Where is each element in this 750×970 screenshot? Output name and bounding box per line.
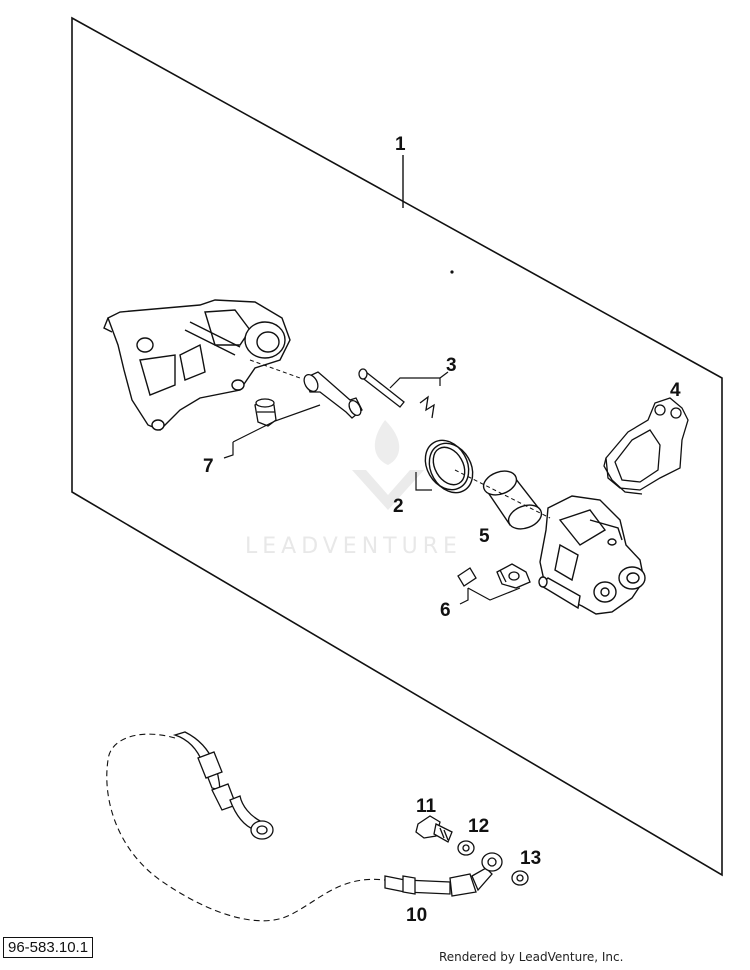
reference-number: 96-583.10.1: [3, 937, 94, 958]
leader-7: [232, 404, 321, 443]
axis-line-caliper: [454, 469, 551, 519]
leadventure-watermark-logo: LEADVENTURE: [245, 420, 462, 559]
callout-13: 13: [520, 848, 541, 869]
banjo-bolt-part: [415, 815, 453, 843]
callout-3: 3: [446, 355, 457, 376]
rubber-boot-part: [254, 398, 277, 427]
leader-3: [389, 377, 441, 389]
lower-hose-part: [384, 852, 503, 897]
upper-hose-part: [172, 731, 274, 840]
bleeder-valve-part: [457, 563, 531, 589]
speck: [450, 270, 454, 274]
render-credit: Rendered by LeadVenture, Inc.: [439, 950, 624, 964]
watermark-text: LEADVENTURE: [245, 534, 462, 559]
callout-6: 6: [440, 600, 451, 621]
caliper-bracket-part: [103, 299, 291, 431]
caliper-body-part: [538, 495, 646, 615]
kit-panel-outline: [71, 16, 723, 877]
pad-pin-part: [358, 368, 405, 408]
slide-pin-part: [303, 371, 363, 419]
leader-7-tick: [223, 442, 234, 459]
piston-seal-part: [424, 439, 474, 494]
sealing-washer-part-2: [511, 870, 529, 886]
hose-routing-dashed: [106, 733, 386, 922]
pad-spring-clip-part: [419, 395, 435, 419]
sealing-washer-part: [457, 840, 475, 856]
leader-6-tick: [459, 588, 469, 605]
axis-line-bracket: [249, 359, 301, 379]
callout-4: 4: [670, 380, 681, 401]
leader-6: [467, 587, 521, 601]
callout-12: 12: [468, 816, 489, 837]
callout-2: 2: [393, 496, 404, 517]
brake-pads-part: [603, 397, 689, 495]
leader-2: [415, 472, 432, 491]
callout-7: 7: [203, 456, 214, 477]
callout-5: 5: [479, 526, 490, 547]
piston-part: [482, 470, 543, 530]
leader-3-stem: [439, 371, 449, 379]
callout-11: 11: [416, 796, 437, 817]
callout-10: 10: [406, 905, 427, 926]
callout-1: 1: [395, 134, 406, 155]
